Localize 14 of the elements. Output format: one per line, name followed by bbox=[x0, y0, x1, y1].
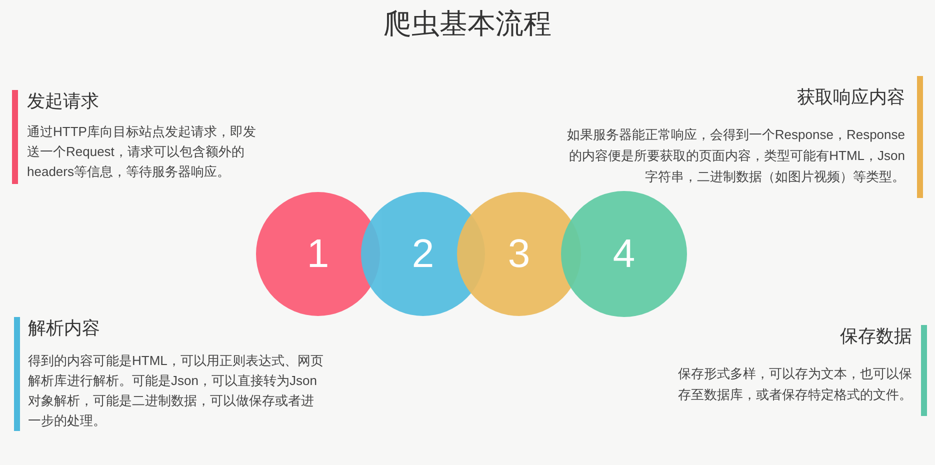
step-number: 1 bbox=[306, 231, 330, 277]
step-description: 得到的内容可能是HTML，可以用正则表达式、网页解析库进行解析。可能是Json，可以直接转为Json对象解析，可能是二进制数据，可以做保存或者进一步的处理。 bbox=[28, 352, 324, 430]
diagram-title: 爬虫基本流程 bbox=[382, 7, 552, 41]
step-number: 4 bbox=[612, 231, 636, 277]
step-number: 3 bbox=[508, 231, 530, 277]
step-description: 如果服务器能正常响应，会得到一个Response，Response的内容便是所要获取的页面内容，类型可能有HTML，Json字符串，二进制数据（如图片视频）等类型。 bbox=[566, 126, 905, 186]
step-description: 通过HTTP库向目标站点发起请求，即发送一个Request，请求可以包含额外的headers等信息，等待服务器响应。 bbox=[27, 123, 257, 181]
step-panel bbox=[14, 317, 326, 431]
step-description: 保存形式多样，可以存为文本，也可以保存至数据库，或者保存特定格式的文件。 bbox=[677, 365, 912, 404]
step-title: 解析内容 bbox=[28, 317, 101, 339]
step-title: 保存数据 bbox=[839, 325, 912, 347]
step-title: 发起请求 bbox=[27, 90, 100, 112]
step-number: 2 bbox=[412, 231, 434, 277]
step-title: 获取响应内容 bbox=[796, 86, 905, 108]
